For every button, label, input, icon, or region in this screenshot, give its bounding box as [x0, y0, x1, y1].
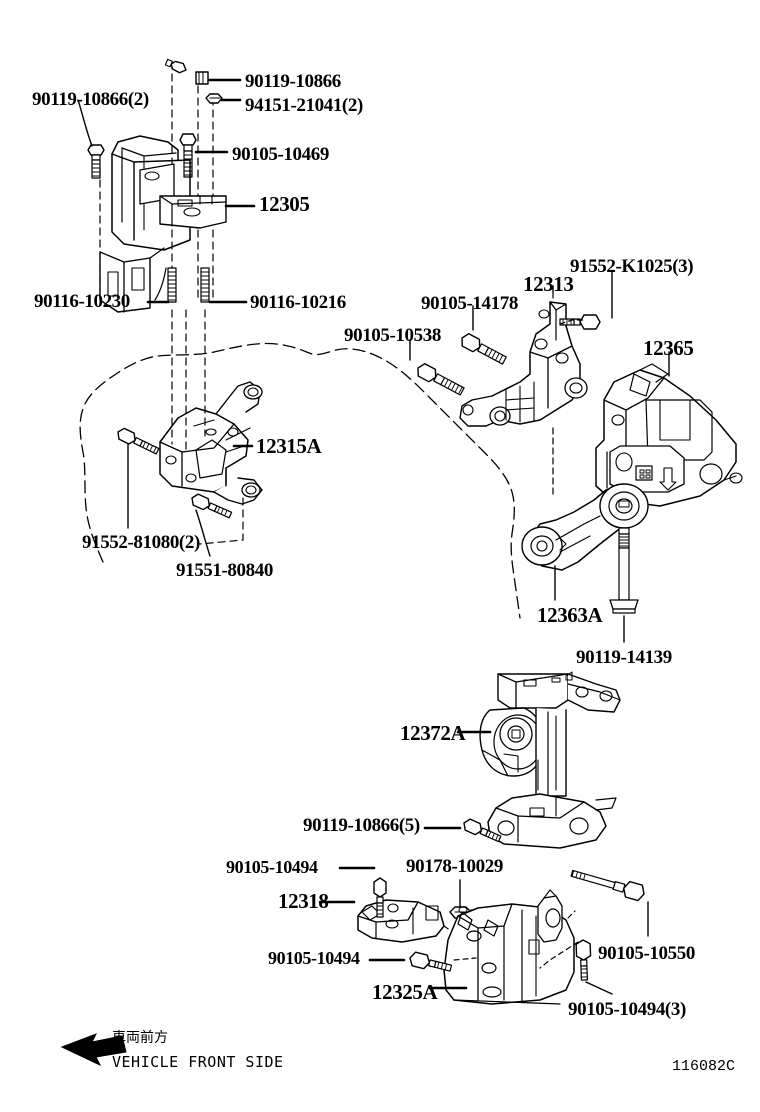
callout-90116-10216: 90116-10216: [250, 292, 346, 313]
callout-12318: 12318: [278, 889, 329, 913]
callout-90178-10029: 90178-10029: [406, 856, 503, 877]
callout-90119-14139: 90119-14139: [576, 647, 672, 668]
callout-90105-10538: 90105-10538: [344, 325, 441, 346]
callout-91552-K1025-3: 91552-K1025(3): [570, 256, 694, 277]
callout-94151-21041-2: 94151-21041(2): [245, 95, 363, 116]
callout-12372A: 12372A: [400, 721, 466, 745]
vehicle-front-arrow-icon: [60, 1033, 127, 1067]
callout-90105-10550: 90105-10550: [598, 943, 695, 964]
callout-90119-10866-5: 90119-10866(5): [303, 815, 420, 836]
callout-90105-10494-bot: 90105-10494: [268, 948, 360, 968]
callout-12325A: 12325A: [372, 980, 438, 1004]
callout-90119-10866-2: 90119-10866(2): [32, 89, 149, 110]
vehicle-front-label-english: VEHICLE FRONT SIDE: [112, 1053, 284, 1071]
callout-90105-10494-3: 90105-10494(3): [568, 999, 686, 1020]
callout-12315A: 12315A: [256, 434, 322, 458]
callout-91551-80840: 91551-80840: [176, 560, 273, 581]
callout-91552-81080-2: 91552-81080(2): [82, 532, 200, 553]
diagram-id-code: 116082C: [672, 1058, 736, 1075]
callout-90116-10230: 90116-10230: [34, 291, 130, 312]
callout-12363A: 12363A: [537, 603, 603, 627]
callout-90105-10494-top: 90105-10494: [226, 857, 318, 877]
callout-90105-14178: 90105-14178: [421, 293, 518, 314]
callout-12313: 12313: [523, 272, 574, 296]
callout-90119-10866: 90119-10866: [245, 71, 341, 92]
callout-12305: 12305: [259, 192, 310, 216]
callout-12365: 12365: [643, 336, 694, 360]
vehicle-front-label-japanese: 車両前方: [112, 1030, 168, 1046]
callout-90105-10469: 90105-10469: [232, 144, 329, 165]
